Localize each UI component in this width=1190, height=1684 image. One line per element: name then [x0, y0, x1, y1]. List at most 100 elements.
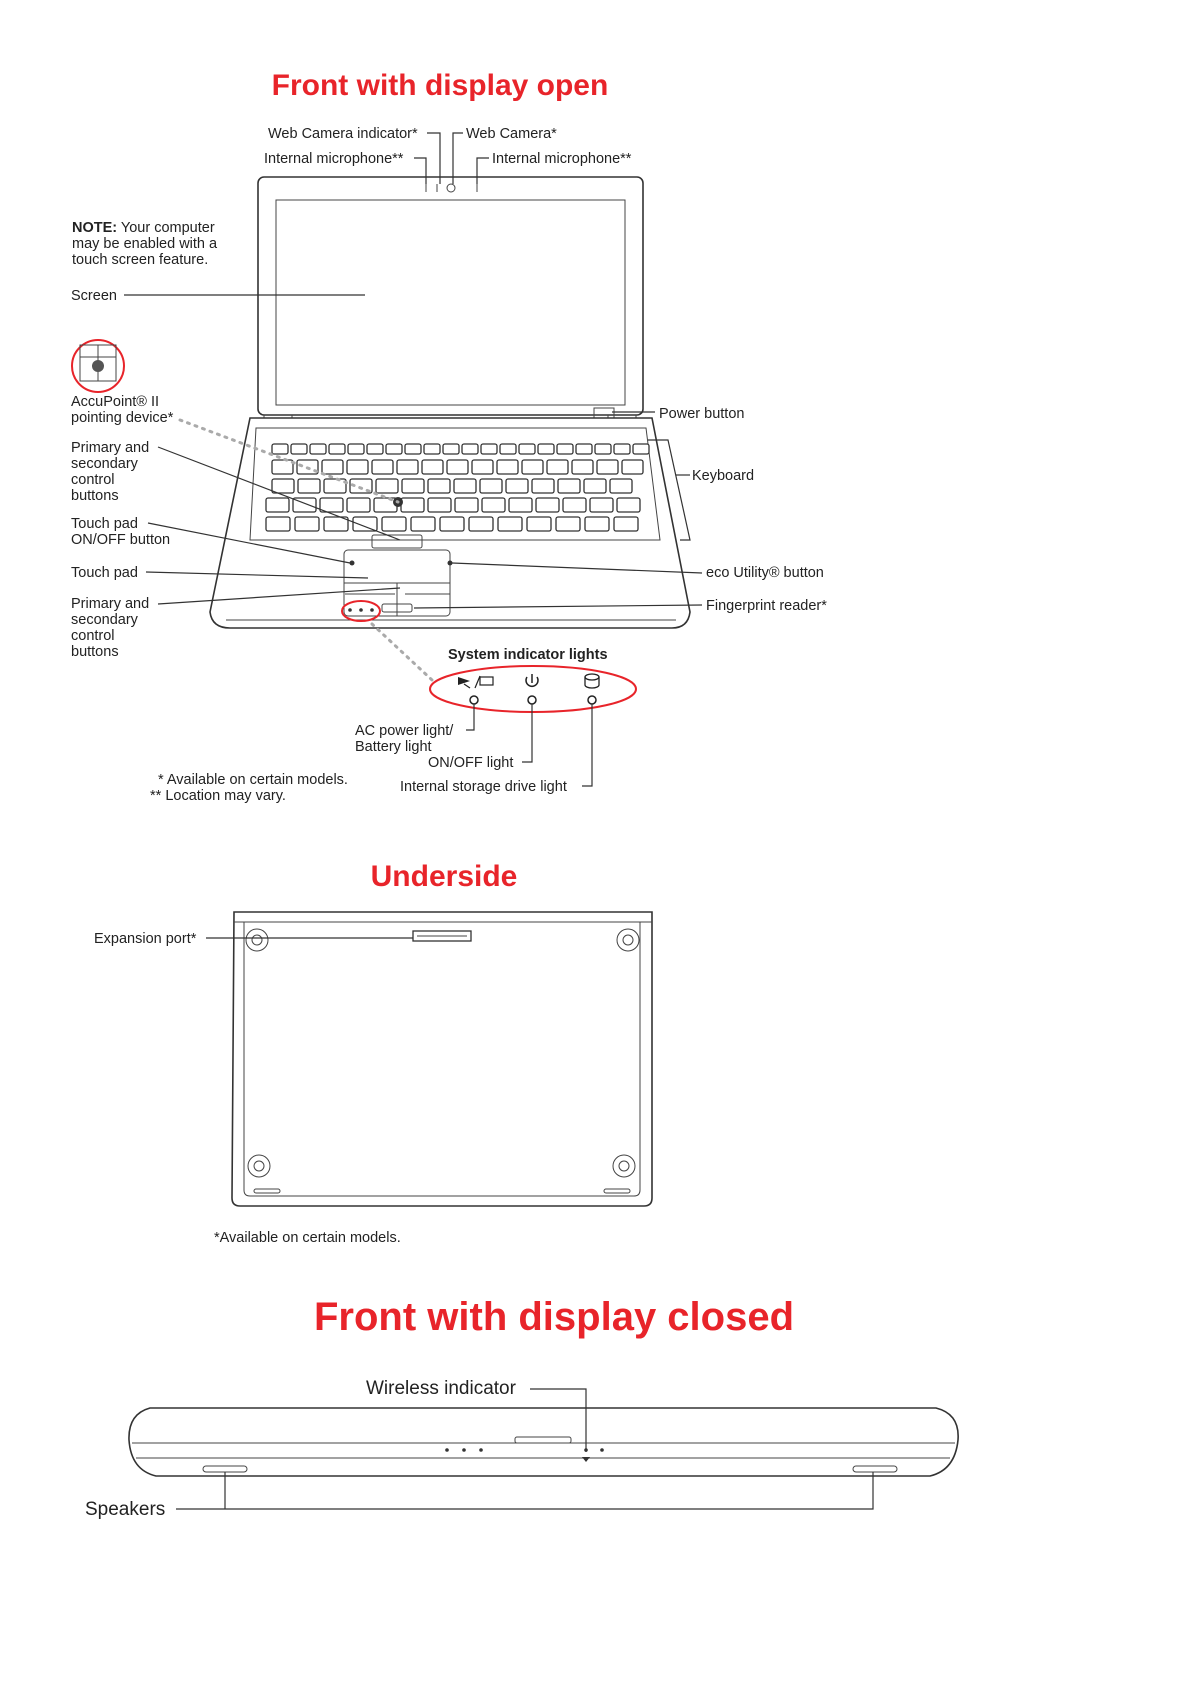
- keyboard-key: [381, 516, 407, 532]
- leader-touchpad-onoff: [147, 522, 351, 564]
- keyboard-key: [297, 478, 321, 494]
- keyboard-key: [421, 459, 444, 475]
- keyboard-key: [481, 497, 506, 513]
- label-screen: Screen: [71, 288, 117, 304]
- keyboard-key: [584, 516, 610, 532]
- keyboard-key: [265, 516, 291, 532]
- keyboard-key: [352, 516, 378, 532]
- label-speakers: Speakers: [85, 1499, 165, 1520]
- leader-webcam: [452, 132, 463, 184]
- keyboard-key: [508, 497, 533, 513]
- keyboard-key: [555, 516, 581, 532]
- heading-underside: Underside: [371, 860, 518, 893]
- keyboard-key: [446, 459, 469, 475]
- keyboard-key: [562, 497, 587, 513]
- note-bold: NOTE:: [72, 220, 117, 236]
- label-touch-pad: Touch pad: [71, 565, 138, 581]
- note-line-1: NOTE: Your computer: [72, 220, 215, 236]
- label-touchpad-onoff-2: ON/OFF button: [71, 532, 170, 548]
- storage-light: [587, 695, 597, 705]
- onoff-light: [527, 695, 537, 705]
- leader-speakers: [176, 1472, 874, 1510]
- keyboard-key: [323, 478, 347, 494]
- leader-mic-right: [476, 157, 489, 184]
- indicator-small-callout: [341, 600, 381, 622]
- label-storage-light: Internal storage drive light: [400, 779, 567, 795]
- keyboard-key: [496, 459, 519, 475]
- footnote-2: ** Location may vary.: [150, 788, 286, 804]
- label-primary-bottom-4: buttons: [71, 644, 119, 660]
- heading-front-open: Front with display open: [272, 69, 609, 102]
- leader-onoff-light: [522, 704, 533, 763]
- leader-accupoint-dotted: [178, 418, 400, 504]
- leader-mic-left: [414, 157, 427, 184]
- leader-fingerprint: [413, 604, 703, 609]
- footnote-1: * Available on certain models.: [158, 772, 348, 788]
- keyboard-key: [346, 459, 369, 475]
- label-keyboard: Keyboard: [692, 468, 754, 484]
- closed-laptop-body: [128, 1407, 959, 1477]
- keyboard-key: [454, 497, 479, 513]
- label-fingerprint: Fingerprint reader*: [706, 598, 827, 614]
- underside-body: [231, 911, 653, 1207]
- keyboard-key: [613, 516, 639, 532]
- keyboard-key: [557, 478, 581, 494]
- keyboard-key: [537, 443, 555, 455]
- keyboard-key: [632, 443, 650, 455]
- keyboard-key: [271, 443, 289, 455]
- keyboard-key: [328, 443, 346, 455]
- keyboard-key: [371, 459, 394, 475]
- note-line-3: touch screen feature.: [72, 252, 208, 268]
- note-line-2: may be enabled with a: [72, 236, 218, 252]
- label-system-indicator-lights: System indicator lights: [448, 647, 608, 663]
- leader-eco-utility: [451, 562, 703, 574]
- label-wireless-indicator: Wireless indicator: [366, 1378, 517, 1399]
- keyboard-key: [346, 497, 371, 513]
- keyboard-key: [589, 497, 614, 513]
- keyboard-key: [401, 478, 425, 494]
- ac-battery-icon: [458, 675, 494, 689]
- storage-drive-icon: [584, 673, 600, 689]
- keyboard-key: [621, 459, 644, 475]
- keyboard-key: [323, 516, 349, 532]
- label-primary-top-2: secondary: [71, 456, 139, 472]
- keyboard-key: [461, 443, 479, 455]
- keyboard-key: [571, 459, 594, 475]
- keyboard-key: [271, 459, 294, 475]
- keyboard-key: [347, 443, 365, 455]
- keyboard-key: [396, 459, 419, 475]
- label-power-button: Power button: [659, 406, 744, 422]
- keyboard-key: [521, 459, 544, 475]
- leader-primary-top: [157, 446, 401, 541]
- label-internal-mic-left: Internal microphone**: [264, 151, 404, 167]
- keyboard-key: [616, 497, 641, 513]
- keyboard-key: [309, 443, 327, 455]
- label-internal-mic-right: Internal microphone**: [492, 151, 632, 167]
- keyboard-key: [575, 443, 593, 455]
- keyboard-key: [583, 478, 607, 494]
- laptop-lid: [257, 176, 644, 441]
- keyboard-key: [479, 478, 503, 494]
- leader-wireless-indicator: [530, 1388, 587, 1452]
- keyboard-key: [427, 478, 451, 494]
- indicator-lights-callout: [429, 665, 637, 713]
- label-primary-bottom-1: Primary and: [71, 596, 149, 612]
- power-icon: [525, 674, 539, 687]
- keyboard-key: [499, 443, 517, 455]
- keyboard-key: [480, 443, 498, 455]
- leader-primary-bottom: [157, 587, 401, 605]
- keyboard-key: [385, 443, 403, 455]
- keyboard-key: [410, 516, 436, 532]
- keyboard-key: [546, 459, 569, 475]
- keyboard-key: [535, 497, 560, 513]
- accupoint-callout-icon: [71, 339, 125, 393]
- keyboard-key: [423, 443, 441, 455]
- keyboard-key: [471, 459, 494, 475]
- keyboard-key: [505, 478, 529, 494]
- label-primary-bottom-3: control: [71, 628, 115, 644]
- leader-touch-pad: [145, 571, 369, 579]
- keyboard-keys: [265, 443, 650, 532]
- keyboard-key: [271, 478, 295, 494]
- label-accupoint-1: AccuPoint® II: [71, 394, 159, 410]
- label-primary-top-4: buttons: [71, 488, 119, 504]
